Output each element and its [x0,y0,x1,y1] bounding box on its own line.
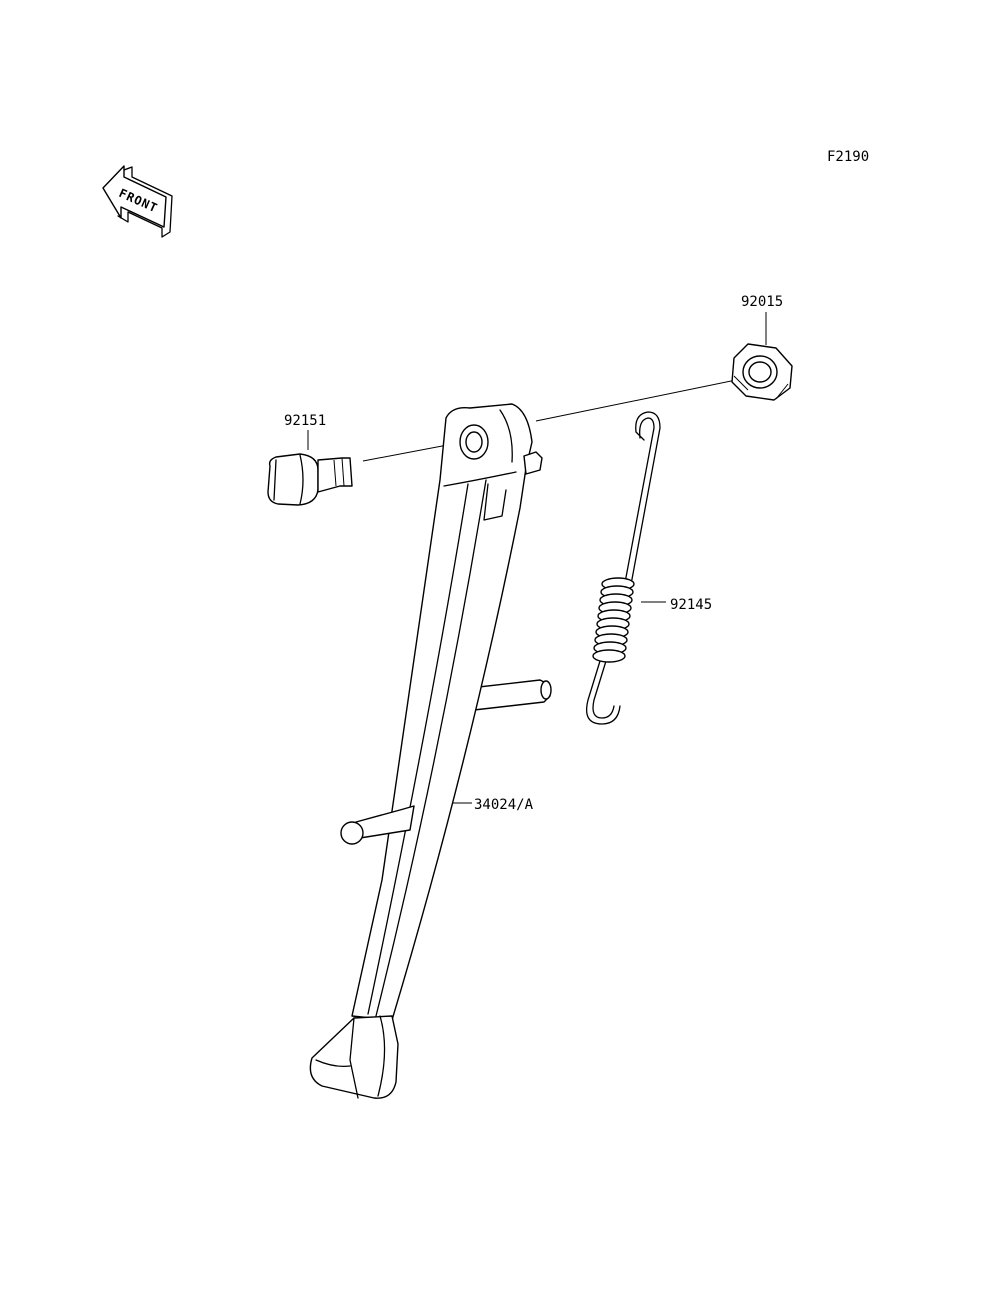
part-label-34024A: 34024/A [474,797,534,813]
part-label-92145: 92145 [670,597,712,613]
bolt-92151 [267,453,353,506]
part-label-92015: 92015 [741,294,783,310]
figure-code: F2190 [827,149,869,165]
front-arrow-icon: FRONT [102,165,173,238]
part-label-92151: 92151 [284,413,326,429]
spring-92145 [585,411,661,725]
nut-92015 [731,343,793,401]
side-stand-34024A [309,403,552,1099]
assembly-lines [307,312,767,804]
spring-coils [592,577,635,663]
